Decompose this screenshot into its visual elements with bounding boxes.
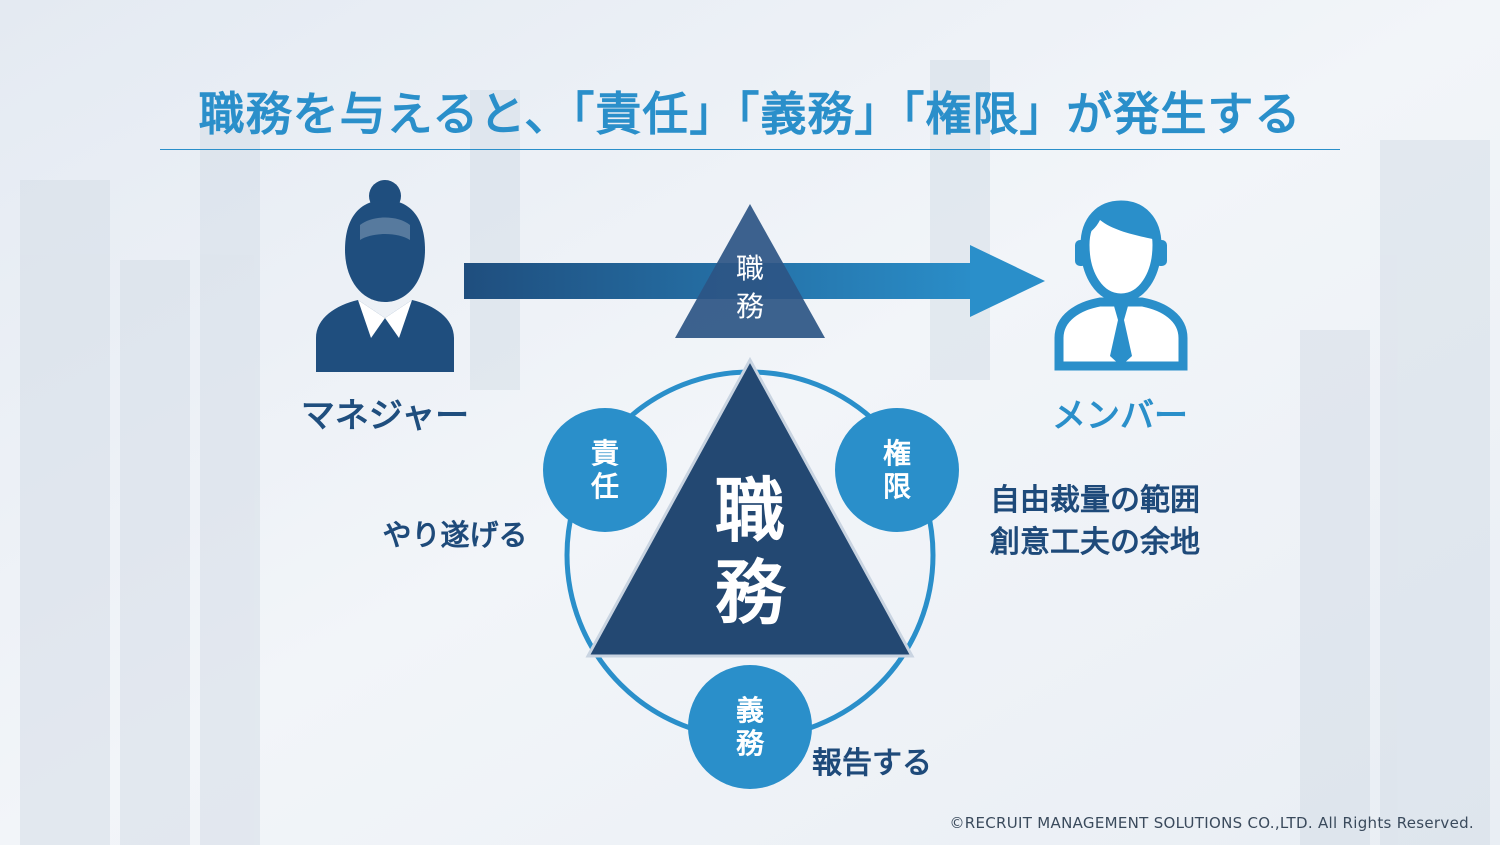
manager-person-icon	[316, 180, 454, 372]
duty-line1: 義	[735, 694, 764, 727]
responsibility-label: 責 任	[575, 437, 635, 503]
responsibility-note: やり遂げる	[382, 518, 528, 552]
page-title: 職務を与えると、「責任」「義務」「権限」が発生する	[198, 87, 1302, 141]
member-label: メンバー	[1052, 396, 1188, 436]
manager-label: マネジャー	[300, 396, 470, 436]
authority-note: 自由裁量の範囲 創意工夫の余地	[990, 480, 1240, 564]
responsibility-line2: 任	[590, 470, 619, 503]
top-triangle-line1: 職	[735, 252, 764, 285]
center-triangle-line1: 職	[715, 470, 785, 552]
top-triangle-label: 職 務	[720, 250, 780, 326]
responsibility-circle	[543, 408, 667, 532]
center-triangle	[585, 356, 915, 658]
authority-circle	[835, 408, 959, 532]
authority-line2: 限	[882, 470, 911, 503]
authority-note-line1: 自由裁量の範囲	[990, 483, 1200, 518]
title-divider	[160, 149, 1340, 150]
member-person-icon	[1054, 200, 1188, 371]
duty-label: 義 務	[720, 694, 780, 760]
authority-line1: 権	[882, 437, 911, 470]
center-triangle-label: 職 務	[690, 470, 810, 634]
duty-note: 報告する	[812, 746, 932, 781]
authority-note-line2: 創意工夫の余地	[990, 525, 1200, 560]
copyright-text: ©RECRUIT MANAGEMENT SOLUTIONS CO.,LTD. A…	[949, 814, 1474, 832]
top-triangle-line2: 務	[735, 290, 764, 323]
authority-label: 権 限	[867, 437, 927, 503]
center-triangle-line2: 務	[715, 552, 785, 634]
duty-line2: 務	[735, 727, 764, 760]
duty-circle	[688, 665, 812, 789]
top-triangle	[675, 204, 825, 338]
responsibility-line1: 責	[590, 437, 619, 470]
